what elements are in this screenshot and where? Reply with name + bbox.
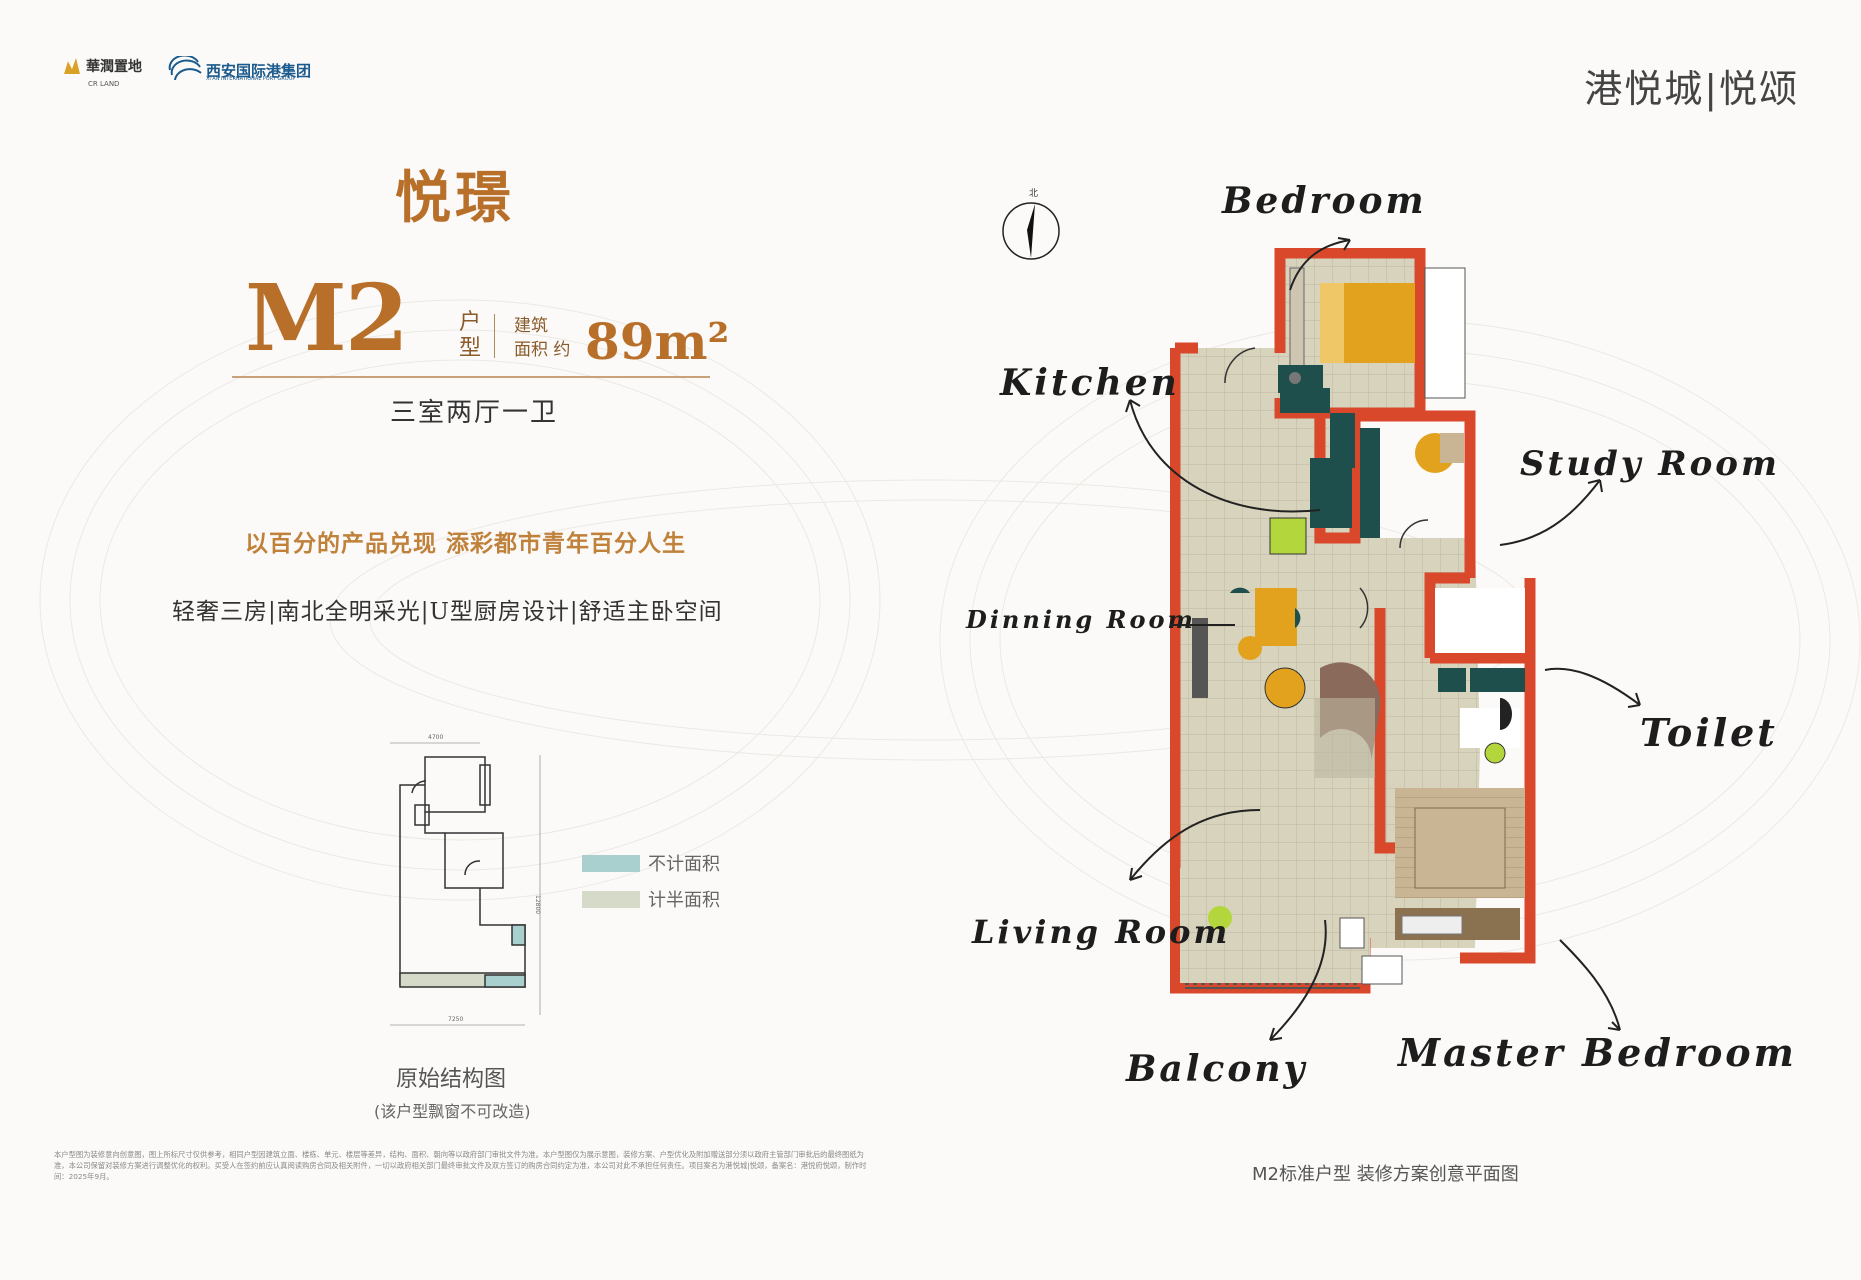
original-structure-plan: 4700 7250 12800 — [390, 734, 541, 1026]
partner-logo-name: 西安国际港集团 — [206, 61, 312, 80]
dim-bottom: 7250 — [448, 1016, 463, 1023]
legend-item-excluded: 不计面积 — [582, 850, 720, 876]
port-group-icon — [168, 56, 202, 81]
cr-land-icon — [64, 58, 80, 74]
label-living-room: Living Room — [972, 913, 1231, 951]
original-plan-caption: 原始结构图 — [396, 1067, 507, 1092]
area-value: 89m² — [585, 312, 730, 371]
room-layout: 三室两厅一卫 — [390, 398, 559, 428]
label-kitchen: Kitchen — [1000, 362, 1180, 404]
compass-icon — [1002, 202, 1060, 260]
developer-logo-sub: CR LAND — [88, 80, 120, 88]
project-brand: 港悦城|悦颂 — [1584, 67, 1799, 111]
dim-side: 12800 — [534, 895, 541, 914]
product-name: 悦璟 — [395, 165, 515, 231]
label-bedroom: Bedroom — [1222, 180, 1427, 222]
feature-list: 轻奢三房|南北全明采光|U型厨房设计|舒适主卧空间 — [172, 599, 723, 625]
legend-item-half: 计半面积 — [582, 886, 720, 912]
label-balcony: Balcony — [1126, 1048, 1308, 1090]
slogan: 以百分的产品兑现 添彩都市青年百分人生 — [245, 530, 687, 557]
label-study-room: Study Room — [1520, 444, 1780, 484]
label-master-bedroom: Master Bedroom — [1398, 1030, 1797, 1075]
partner-logo: 西安国际港集团 XI'AN INTERNATIONAL PORT GROUP — [168, 56, 311, 84]
dim-top: 4700 — [428, 734, 443, 741]
disclaimer-text: 本户型图为装修意向创意图，图上所标尺寸仅供参考，相同户型因建筑立面、楼栋、单元、… — [54, 1150, 867, 1181]
north-label: 北 — [1029, 189, 1039, 199]
developer-logo: 華潤置地 CR LAND — [64, 56, 142, 88]
area-label: 建筑 面积 约 — [514, 314, 570, 362]
original-plan-note: (该户型飘窗不可改造) — [374, 1102, 531, 1121]
developer-logo-name: 華潤置地 — [86, 59, 142, 75]
legend-swatch — [582, 890, 640, 908]
area-label-line2: 面积 约 — [514, 340, 571, 360]
legend-swatch — [582, 854, 640, 872]
label-dining-room: Dinning Room — [966, 605, 1196, 634]
label-toilet: Toilet — [1640, 710, 1778, 755]
model-suffix: 户型 — [458, 310, 481, 361]
floor-plan-caption: M2标准户型 装修方案创意平面图 — [1252, 1164, 1519, 1185]
legend-label: 计半面积 — [648, 890, 720, 911]
title-divider — [494, 314, 495, 358]
title-rule — [232, 376, 710, 378]
partner-logo-sub: XI'AN INTERNATIONAL PORT GROUP — [206, 76, 296, 82]
decorated-floor-plan — [1170, 248, 1536, 994]
area-label-line1: 建筑 — [514, 316, 548, 336]
model-code: M2 — [245, 264, 409, 372]
legend-label: 不计面积 — [648, 854, 720, 875]
